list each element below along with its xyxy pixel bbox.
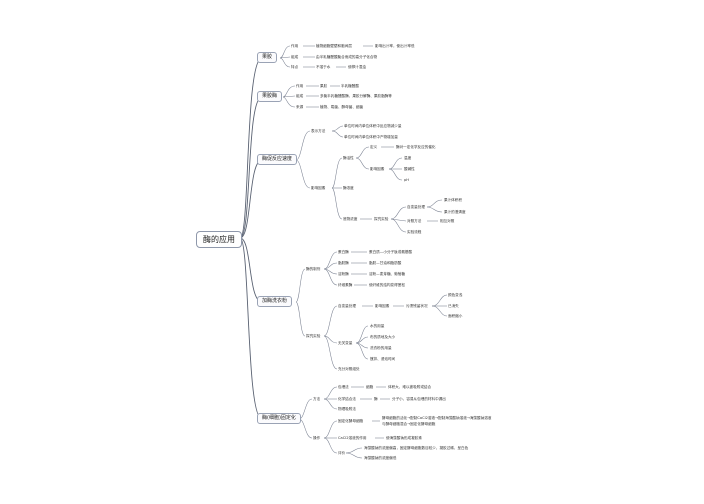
rate-variable-b: 果汁的澄清度 [444,210,466,214]
rate-variable-a: 果汁体积积 [444,198,462,202]
factor-temperature: 温度 [404,156,412,160]
enzyme-concentration: 酶浓度 [343,186,354,190]
detergent-variable-a: 影响因素 [375,304,390,308]
pectinase-function-a: 果胶 [320,84,328,88]
pectin-function-b: 影响出汁率，使出汁率低 [375,44,415,48]
cellulase-a: 使纤维的结构变得蓬松 [369,283,405,287]
pectin-composition: 组成 [291,55,299,59]
immobilization-operation: 操作 [313,436,321,440]
branch-immobilization[interactable]: 酶(细胞)固定化 [257,413,301,424]
rate-expression-b: 单位时间内单位体积中产物增加量 [344,135,398,139]
pectinase-function-b: 半乳糖醛酸 [341,84,359,88]
chemical-binding-a: 酶 [374,397,378,401]
embedding-method: 包埋法 [338,385,349,389]
protease-a: 蛋白质—小分子肽或氨基酸 [369,250,413,254]
pectinase-source-a: 植物、霉菌、酵母菌、细菌 [320,105,364,109]
pectinase-function: 作用 [296,84,304,88]
protease: 蛋白酶 [338,250,349,254]
cacl2-function: CaCl2溶液的作用 [338,436,367,440]
rate-factors: 影响因素 [311,186,326,190]
pectinase-composition: 组成 [296,94,304,98]
evaluation: 评价 [338,451,346,455]
chemical-binding-b: 分子小，容易从包埋的材料中漏出 [392,397,446,401]
rate-variable: 自变量处理 [407,205,425,209]
detergent-variable-b: 污渍残留状况 [406,304,428,308]
evaluation-b: 海藻酸钠的浓度偏低 [364,456,397,460]
water-amount: 水的用量 [370,324,385,328]
enzyme-preparations: 酶的制剂 [306,267,321,271]
cacl2-function-a: 使海藻酸钠形成凝胶珠 [386,436,422,440]
physical-adsorption: 物理吸附法 [338,407,356,411]
control-group: 充分对照组处 [338,367,360,371]
root-node[interactable]: 酶的应用 [196,231,242,248]
factor-acidity: 酸碱性 [404,167,415,171]
immobilized-yeast-a: 酵母细胞的活化→配制CaCl2溶液→配制海藻酸钠溶液→海藻酸钠溶液 [382,416,492,420]
enzyme-activity: 酶活性 [343,156,354,160]
stain-gone: 已消失 [448,304,459,308]
immobilization-method: 方法 [313,397,321,401]
substrate-concentration: 底物浓度 [343,217,358,221]
rate-experiment: 探究实验 [374,217,389,221]
factor-ph: pH [404,178,409,182]
pectinase-composition-a: 多聚半乳糖醛酸酶、果胶分解酶、果胶脂酶等 [320,94,392,98]
rate-control-method-a: 相互对照 [440,219,455,223]
embedding-method-a: 细胞 [366,385,374,389]
branch-enzyme-detergent[interactable]: 加酶洗衣粉 [257,296,293,307]
rate-control-method: 对照方法 [407,219,422,223]
soak-time: 搅拌、浸泡时间 [370,357,396,361]
chemical-binding: 化学结合法 [338,397,356,401]
stain-lighter: 颜色变浅 [448,293,463,297]
cellulase: 纤维素酶 [338,283,353,287]
stain-smaller: 面积缩小 [448,314,463,318]
immobilized-yeast-b: 与酵母细胞混合→固定化酵母细胞 [382,422,436,426]
embedding-method-b: 体积大，难以被吸附或结合 [388,385,432,389]
detergent-amount: 洗衣粉的用量 [370,346,392,350]
lipase: 脂肪酶 [338,261,349,265]
pectin-feature-b: 使榨汁混浊 [348,65,366,69]
branch-pectin[interactable]: 果胶 [257,52,278,63]
amylase: 淀粉酶 [338,272,349,276]
pectin-feature-a: 不溶于水 [316,65,331,69]
pectin-composition-a: 由半乳糖醛酸聚合而成的高分子化合物 [316,55,378,59]
immobilized-yeast: 固定化酵母细胞 [338,419,364,423]
activity-definition: 定义 [370,145,378,149]
pectin-function-a: 植物细胞壁壁和胞间层 [316,44,352,48]
detergent-experiment: 探究实验 [306,334,321,338]
branch-pectinase[interactable]: 果胶酶 [257,91,283,102]
pectin-feature: 特点 [291,65,299,69]
pectinase-source: 来源 [296,105,304,109]
branch-reaction-rate[interactable]: 酶促反应速度 [257,154,298,165]
rate-procedure: 实验流程 [407,230,422,234]
evaluation-a: 海藻酸钠的浓度偏高，固定酵母细胞数目较少，凝胶过稀、呈白色 [364,446,469,450]
pectin-function: 作用 [291,44,299,48]
activity-factors: 影响因素 [370,167,385,171]
cloth-texture: 布的质地及大小 [370,335,396,339]
rate-expression: 表示方法 [311,129,326,133]
detergent-variable: 自变量处理 [338,304,356,308]
amylase-a: 淀粉—麦芽糖、葡萄糖 [369,272,405,276]
lipase-a: 脂肪—甘油和脂肪酸 [369,261,402,265]
irrelevant-variables: 无关变量 [338,341,353,345]
activity-definition-a: 酶对一定化学反应的催化 [396,145,436,149]
rate-expression-a: 单位时间内单位体积中反应物减少量 [344,124,402,128]
